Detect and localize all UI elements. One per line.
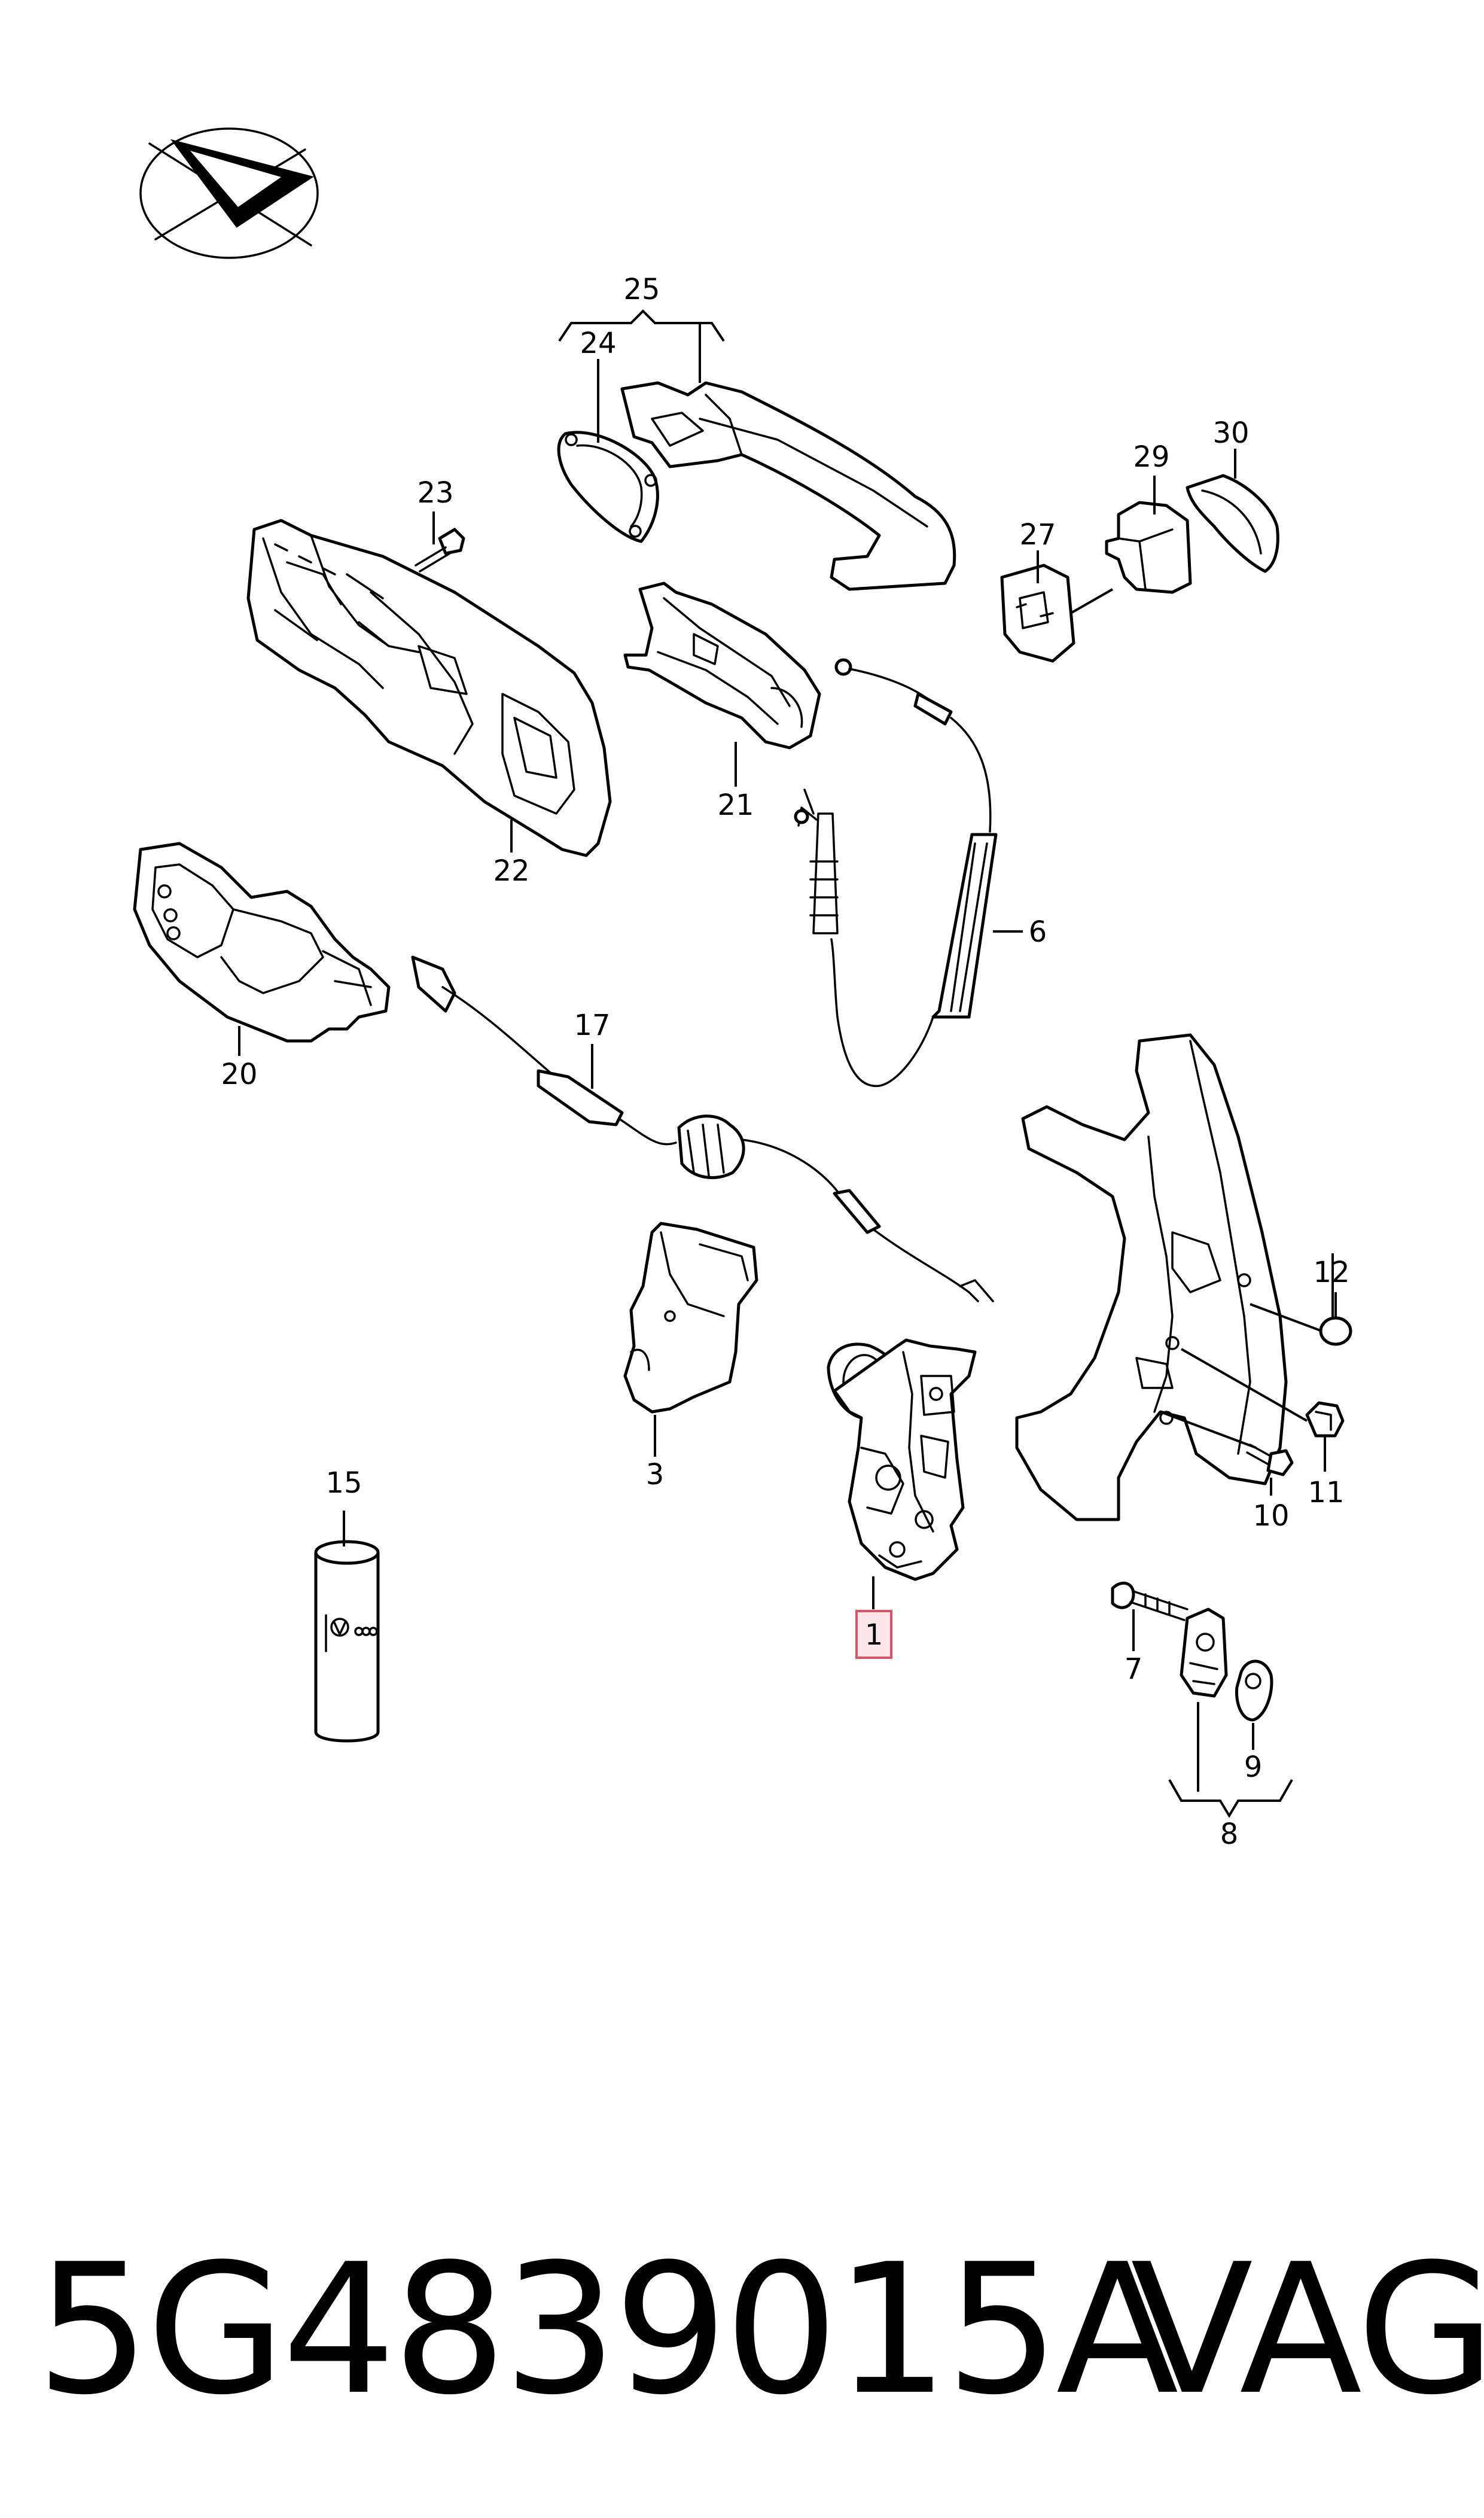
door-pillar-panel <box>1015 1033 1288 1521</box>
callout-3: 3 <box>646 1458 665 1491</box>
callout-15: 15 <box>325 1466 362 1500</box>
part-12-plug <box>1319 1316 1352 1346</box>
part-number-caption: 5G4839015A VAG <box>36 2225 1484 2434</box>
view-direction-compass-icon <box>139 127 319 259</box>
brand-name: VAG <box>1130 2225 1484 2434</box>
callout-24: 24 <box>580 327 616 360</box>
callout-22: 22 <box>493 854 529 888</box>
callout-1: 1 <box>865 1618 883 1652</box>
part-24-handle-gasket <box>557 431 659 543</box>
part-21-bracket <box>623 581 821 750</box>
callout-23: 23 <box>417 476 453 510</box>
callout-10: 10 <box>1253 1499 1289 1533</box>
part-22-handle-carrier-frame <box>246 519 612 857</box>
leader-lines <box>238 309 1337 1818</box>
callout-11: 11 <box>1308 1476 1344 1509</box>
part-17-inner-release-cable <box>411 955 994 1302</box>
part-15-lubricant-can <box>314 1540 380 1743</box>
part-29-cap-carrier <box>1105 501 1192 594</box>
callout-1-highlight-box <box>855 1610 892 1659</box>
callout-27: 27 <box>1019 518 1056 552</box>
part-20-inner-door-handle <box>133 842 391 1043</box>
part-23-screw <box>415 528 465 573</box>
part-3-lock-bracket <box>623 1222 758 1414</box>
callout-6: 6 <box>1029 915 1047 949</box>
callout-25: 25 <box>623 273 660 306</box>
part-27-cover-cap <box>1000 564 1075 663</box>
part-11-nut <box>1305 1401 1345 1438</box>
callout-30: 30 <box>1212 416 1249 450</box>
callout-7: 7 <box>1125 1652 1143 1686</box>
part-number-code: 5G4839015A <box>36 2225 1179 2434</box>
callout-29: 29 <box>1133 440 1169 474</box>
callout-12: 12 <box>1313 1256 1349 1289</box>
part-6-outer-release-cable <box>794 658 998 1087</box>
part-7-striker-screw <box>1111 1581 1189 1621</box>
part-25-outer-door-handle <box>620 381 956 591</box>
callout-8: 8 <box>1220 1817 1239 1851</box>
part-8-striker-plate <box>1180 1607 1228 1698</box>
part-30-trim-cap <box>1186 474 1279 573</box>
callout-9: 9 <box>1244 1750 1263 1784</box>
part-9-shim <box>1235 1660 1273 1722</box>
callout-17: 17 <box>574 1009 610 1042</box>
callout-20: 20 <box>221 1058 257 1091</box>
callout-21: 21 <box>717 788 754 822</box>
callout-labels: 1 3 6 7 8 9 10 11 12 15 17 20 21 22 23 2… <box>221 273 1349 1851</box>
part-1-door-lock-actuator <box>827 1338 977 1581</box>
